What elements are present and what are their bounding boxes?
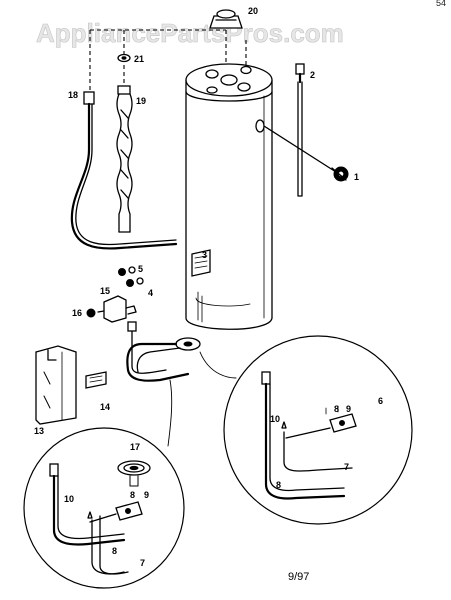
callout-2: 2	[310, 70, 315, 80]
callout-9-right: 9	[346, 404, 351, 414]
date-code: 9/97	[288, 571, 309, 583]
callout-10-right: 10	[270, 414, 280, 424]
callout-21: 21	[134, 54, 144, 64]
part-19-dip-tube	[116, 85, 133, 233]
callout-18: 18	[68, 90, 78, 100]
callout-14: 14	[100, 402, 110, 412]
callout-8-left: 8	[112, 546, 117, 556]
part-13-shield	[35, 345, 77, 425]
tank-body	[185, 63, 273, 330]
callout-1: 1	[354, 172, 359, 182]
detail-1-leader	[199, 351, 237, 379]
callout-7-left: 7	[140, 558, 145, 568]
part-1-fitting	[263, 125, 349, 182]
part-2-anode-rod	[295, 63, 305, 197]
part-5-screw	[118, 266, 136, 276]
callout-8-right: 8	[276, 480, 281, 490]
callout-8-small-left: 8	[130, 490, 135, 500]
callout-7-right: 7	[344, 462, 349, 472]
part-16-knob	[86, 308, 96, 318]
part-14-plate	[85, 371, 107, 389]
callout-10-left: 10	[64, 494, 74, 504]
detail-circle-right	[223, 335, 413, 525]
watermark-text: AppliancePartsPros.com	[36, 18, 344, 48]
callout-19: 19	[136, 96, 146, 106]
part-4-screw	[126, 277, 144, 287]
callout-13: 13	[34, 426, 44, 436]
callout-5: 5	[138, 264, 143, 274]
callout-17: 17	[130, 442, 140, 452]
burner-tubing	[126, 321, 201, 382]
part-15-valve	[97, 295, 137, 323]
callout-15: 15	[100, 286, 110, 296]
part-18-flex-tube	[70, 91, 178, 250]
corner-code: 54	[436, 0, 446, 8]
detail-circle-left	[23, 427, 185, 589]
callout-8-small-right: 8	[334, 404, 339, 414]
callout-16: 16	[72, 308, 82, 318]
part-20-cap	[209, 9, 243, 29]
callout-3: 3	[202, 250, 207, 260]
callout-4: 4	[148, 288, 153, 298]
detail-2-leader	[167, 379, 173, 447]
callout-20: 20	[248, 6, 258, 16]
callout-9-left: 9	[144, 490, 149, 500]
callout-6: 6	[378, 396, 383, 406]
